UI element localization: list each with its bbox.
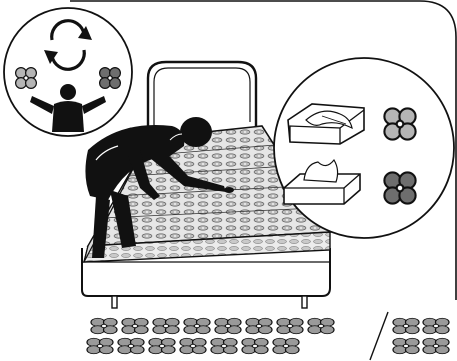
pocket-spring-cluster-icon — [393, 318, 419, 334]
pocket-spring-cluster-icon — [393, 338, 419, 354]
pocket-spring-cluster-icon — [384, 108, 415, 139]
pocket-spring-cluster-icon — [215, 318, 241, 334]
pocket-spring-cluster-icon — [153, 318, 179, 334]
pocket-spring-cluster-icon — [308, 318, 334, 334]
pocket-spring-cluster-icon — [184, 318, 210, 334]
pocket-spring-cluster-icon — [384, 172, 415, 203]
bottom-pods-left — [87, 318, 334, 354]
pocket-spring-cluster-icon — [100, 68, 121, 89]
pocket-spring-cluster-icon — [118, 338, 144, 354]
pocket-spring-cluster-icon — [246, 318, 272, 334]
comfort-callout — [274, 58, 454, 238]
pocket-spring-cluster-icon — [277, 318, 303, 334]
pocket-spring-cluster-icon — [211, 338, 237, 354]
pocket-spring-cluster-icon — [423, 318, 449, 334]
bed-leg-right — [302, 296, 307, 308]
pocket-spring-cluster-icon — [149, 338, 175, 354]
bed-leg-left — [112, 296, 117, 308]
pocket-spring-cluster-icon — [16, 68, 37, 89]
pocket-spring-cluster-icon — [423, 338, 449, 354]
pocket-spring-cluster-icon — [87, 338, 113, 354]
bottom-pods-right — [393, 318, 449, 354]
rotate-callout — [4, 8, 132, 136]
pocket-spring-cluster-icon — [91, 318, 117, 334]
pocket-spring-cluster-icon — [273, 338, 299, 354]
pocket-spring-cluster-icon — [180, 338, 206, 354]
slash-separator — [370, 312, 388, 360]
pocket-spring-cluster-icon — [122, 318, 148, 334]
pocket-spring-cluster-icon — [242, 338, 268, 354]
